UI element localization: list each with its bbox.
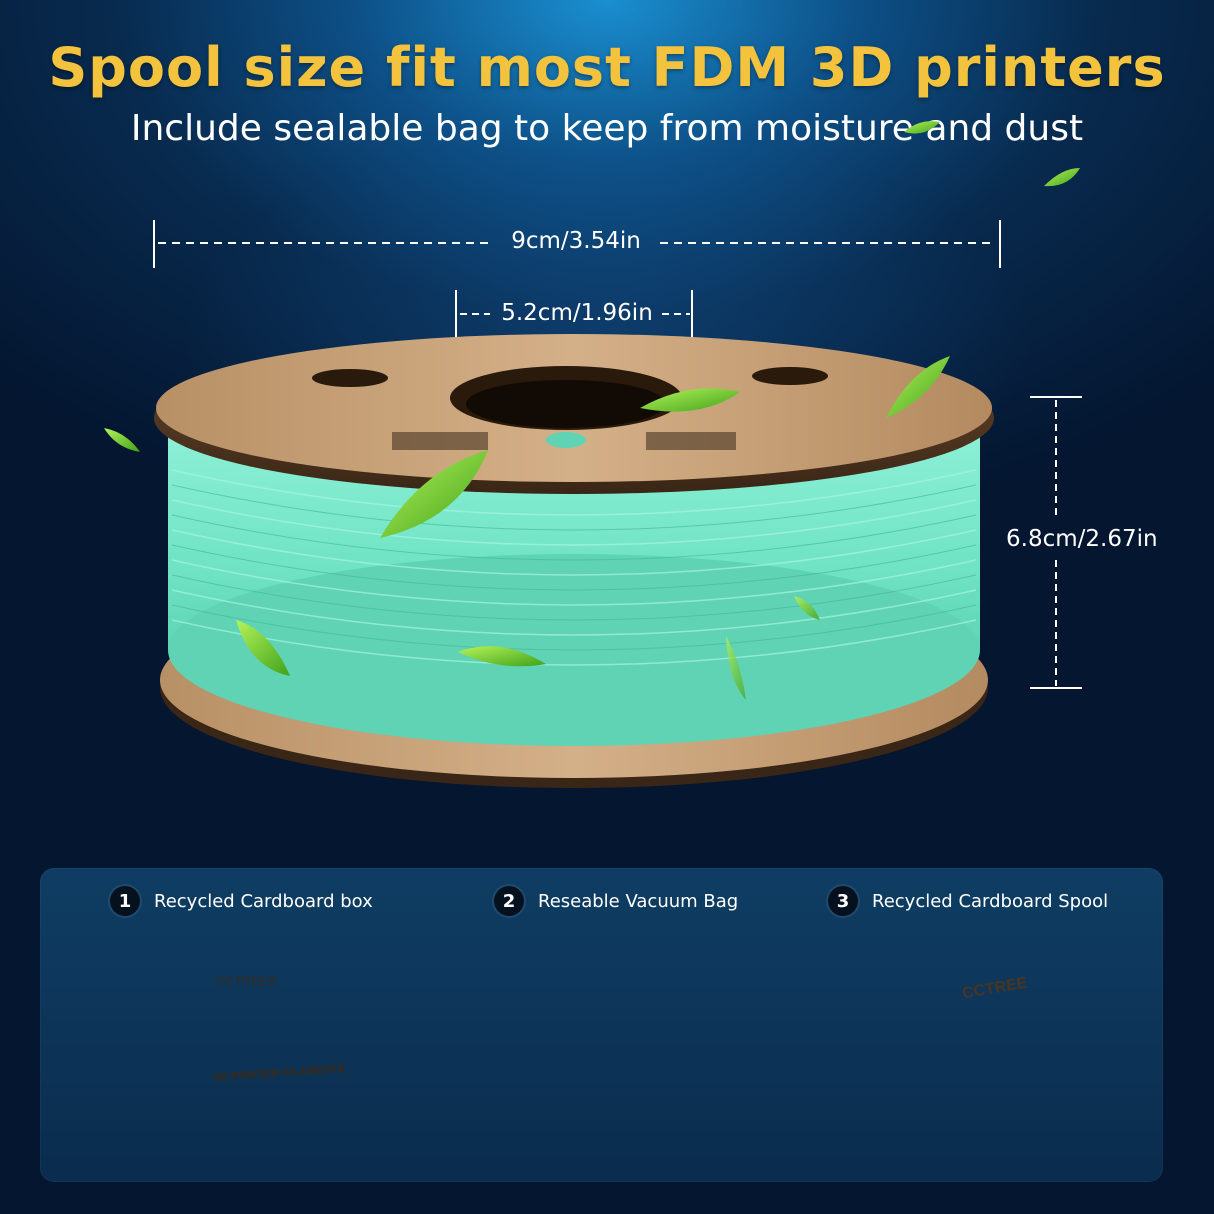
box-brand-label: CCTREE® (216, 974, 278, 988)
step-label: Reseable Vacuum Bag (538, 890, 739, 912)
decorative-leaves (104, 121, 1080, 700)
step-cardboard-spool: 3 Recycled Cardboard Spool (828, 886, 1108, 916)
hole-dimension-label: 5.2cm/1.96in (501, 300, 653, 326)
step-vacuum-bag: 2 Reseable Vacuum Bag (494, 886, 738, 916)
page-title: Spool size fit most FDM 3D printers (48, 36, 1166, 99)
step-label: Recycled Cardboard box (154, 890, 373, 912)
step-number-badge: 1 (110, 886, 140, 916)
step-recycled-box: 1 Recycled Cardboard box (110, 886, 373, 916)
height-dimension-label: 6.8cm/2.67in (1006, 526, 1158, 552)
step-label: Recycled Cardboard Spool (872, 890, 1109, 912)
main-spool (154, 334, 994, 788)
width-dimension-label: 9cm/3.54in (511, 228, 641, 254)
hole-dimension-line (455, 290, 693, 338)
step-number-badge: 2 (494, 886, 524, 916)
step-number-badge: 3 (828, 886, 858, 916)
width-dimension-line (153, 220, 1001, 268)
packaging-panel (40, 868, 1163, 1182)
height-dimension-line (1030, 396, 1082, 689)
